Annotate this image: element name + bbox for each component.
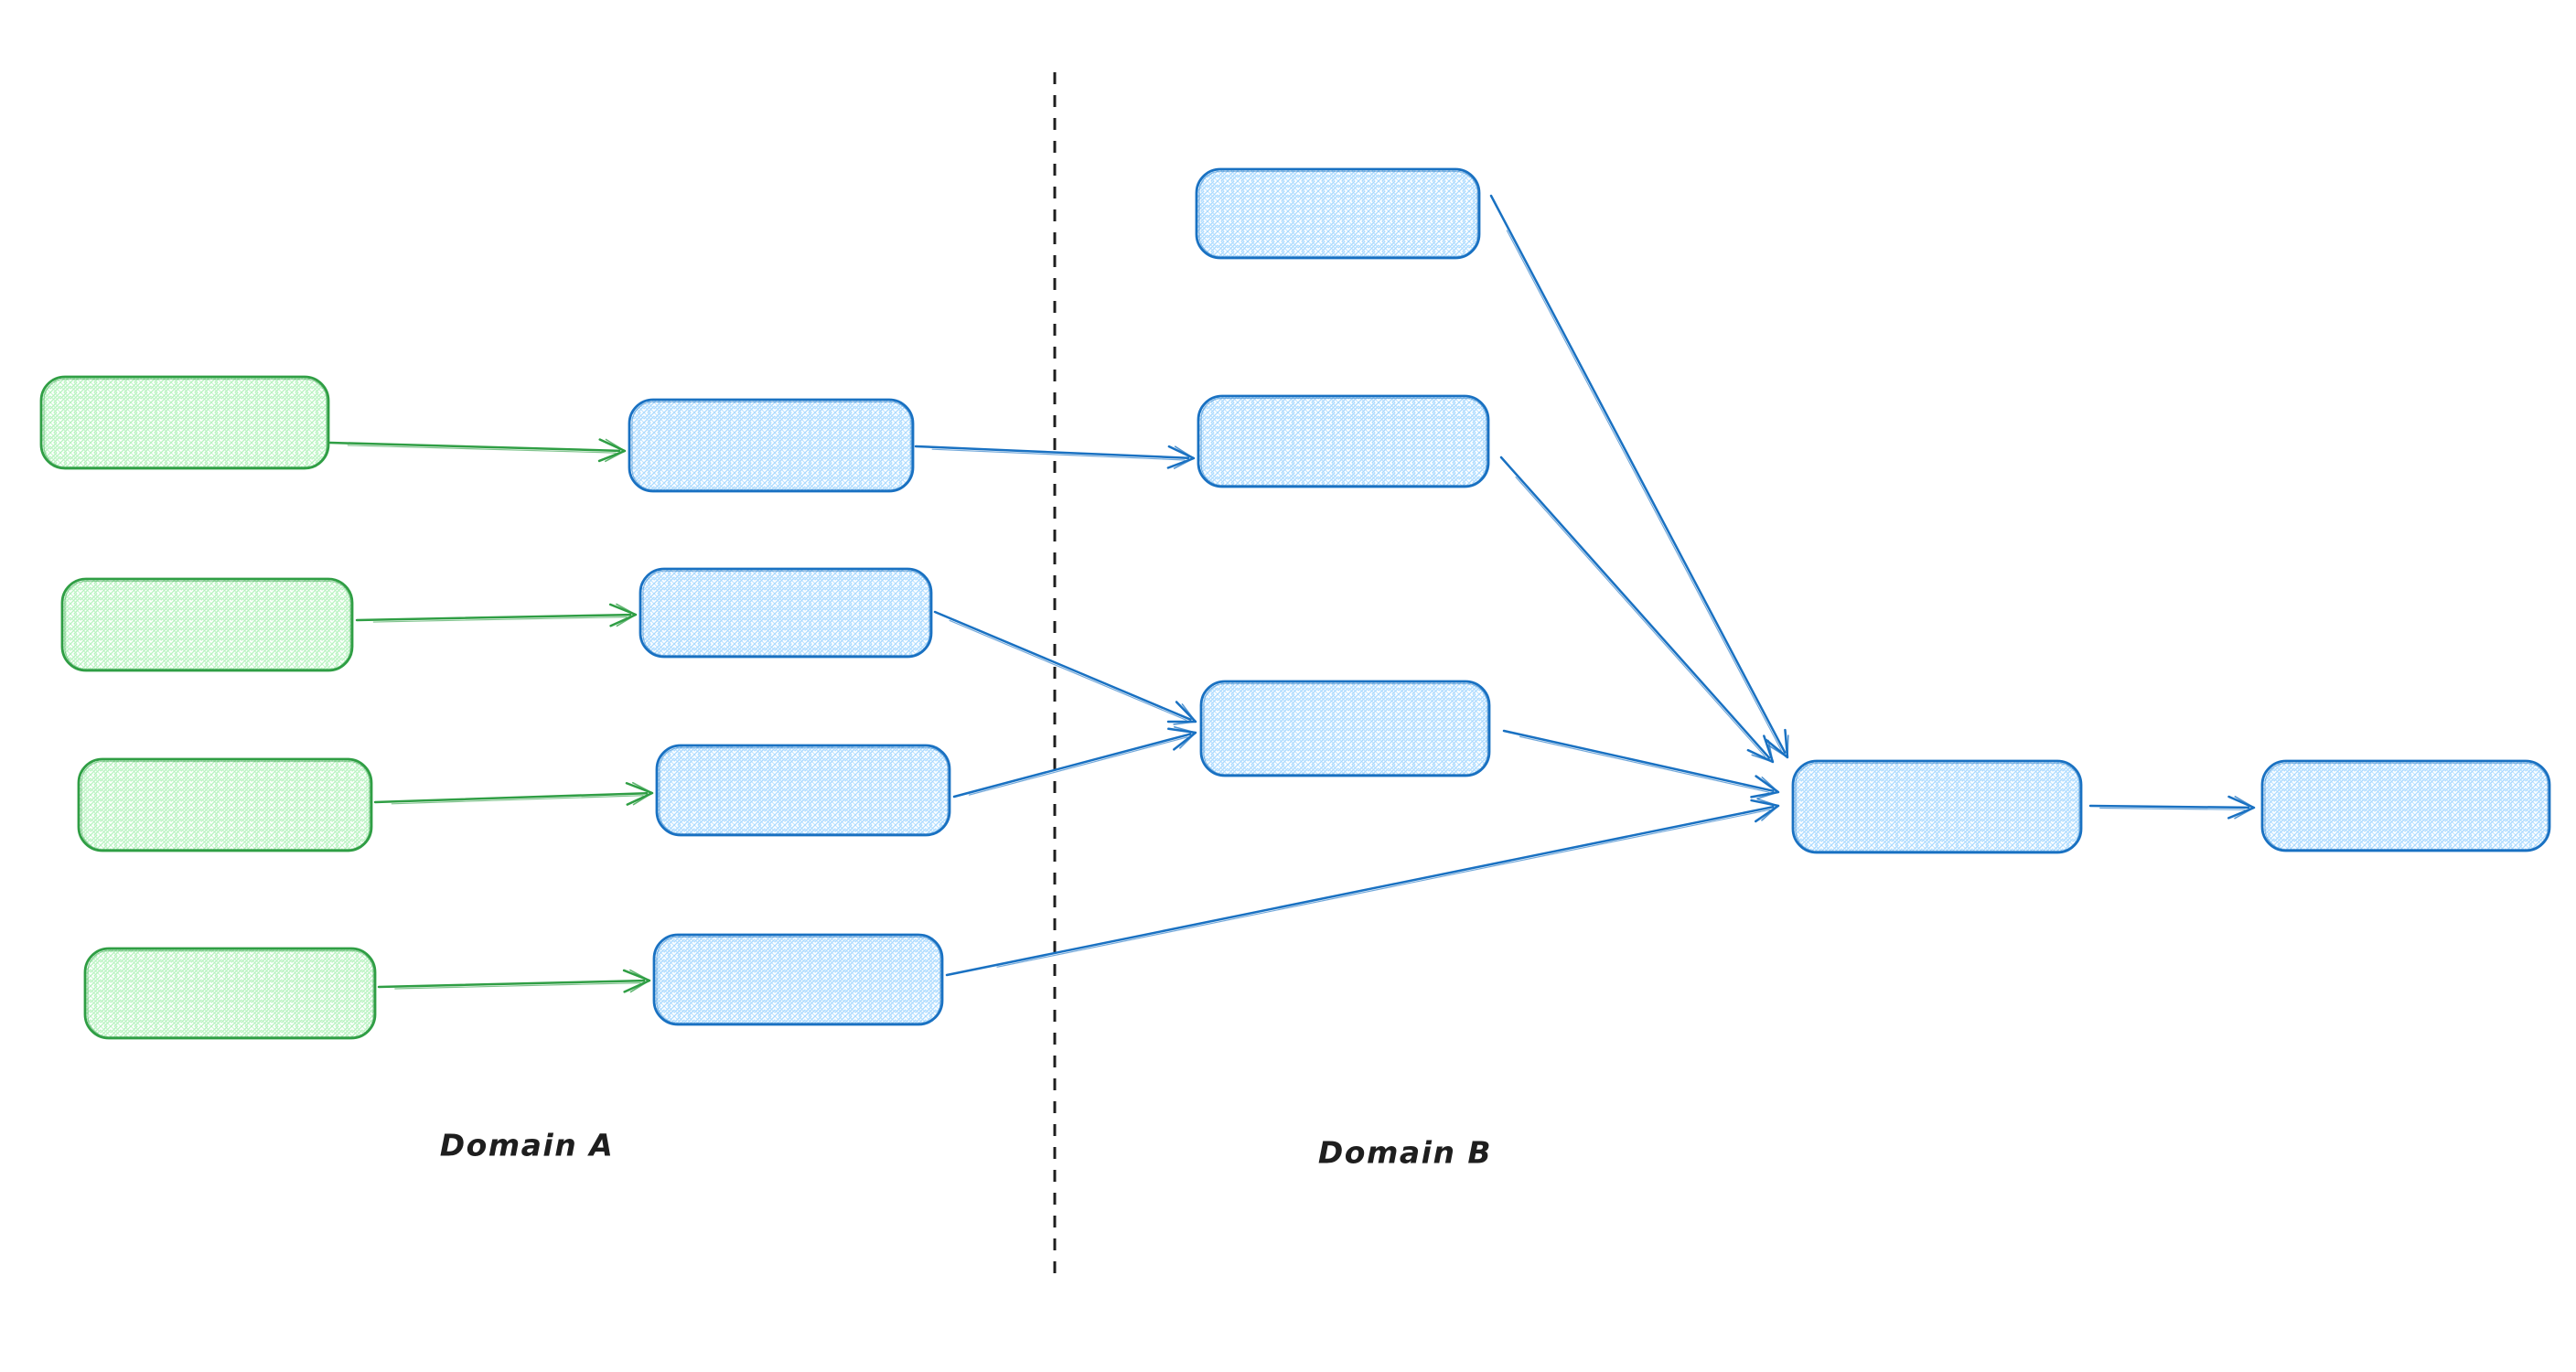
edge-stage4-hub	[945, 798, 1780, 977]
edge-source3-stage3	[373, 781, 654, 806]
node-domain-a-stage-1	[628, 398, 915, 493]
node-domain-b-input-mid	[1197, 394, 1490, 488]
edge-source4-stage4	[377, 969, 651, 993]
edge-inputmid-hub	[1499, 456, 1775, 764]
node-domain-b-hub	[1791, 759, 2083, 854]
node-domain-a-source-2	[60, 577, 354, 672]
node-domain-a-source-1	[39, 375, 330, 470]
node-domain-b-output	[2260, 759, 2551, 852]
edge-source2-stage2	[355, 603, 638, 627]
edge-hub-output	[2088, 795, 2256, 820]
domain-a-label: Domain A	[439, 1127, 615, 1163]
edge-stage1-inputmid	[914, 445, 1196, 469]
edge-stage2-inputlower	[933, 610, 1197, 725]
node-domain-a-stage-2	[639, 567, 933, 659]
node-domain-b-input-top	[1195, 167, 1481, 260]
edge-source1-stage1	[328, 438, 627, 463]
edge-inputtop-hub	[1489, 194, 1789, 759]
edge-stage3-inputlower	[952, 726, 1197, 799]
node-domain-a-stage-3	[655, 744, 951, 837]
node-domain-a-source-3	[77, 757, 373, 852]
node-domain-a-source-4	[83, 947, 377, 1040]
edge-inputlower-hub	[1502, 729, 1780, 799]
node-domain-a-stage-4	[652, 933, 944, 1026]
domain-b-label: Domain B	[1317, 1134, 1493, 1171]
node-domain-b-input-lower	[1199, 680, 1491, 777]
